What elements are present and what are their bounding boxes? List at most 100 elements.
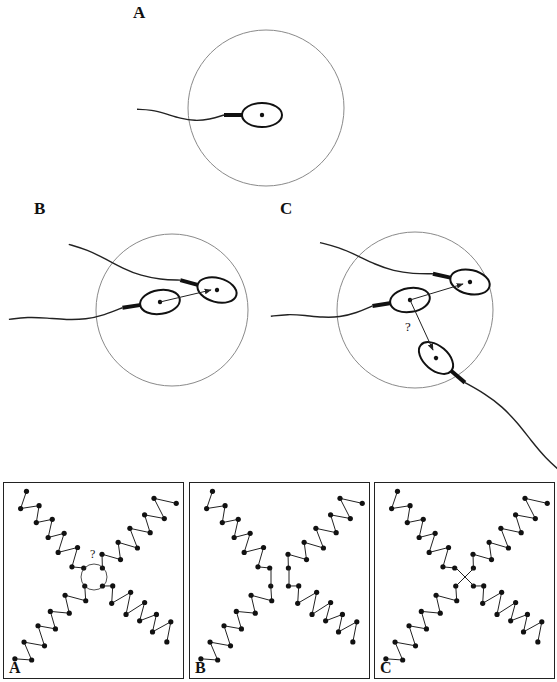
question-mark: ? [90,548,95,560]
chain-bead [127,526,132,531]
tail [137,109,224,120]
chain-bead [314,590,319,595]
chain-bead [513,512,518,517]
chain-bead [498,526,503,531]
chain-bead [109,601,114,606]
chain-bead [75,545,80,550]
chain-bead [151,496,156,501]
chain-bead [261,545,266,550]
head [242,103,282,127]
chain-bead [21,640,26,645]
midpiece [224,113,243,117]
panel-frame [190,483,370,679]
sperm-cell [270,285,432,334]
chain-bead [62,531,67,536]
chain-bead [267,565,272,570]
chain-bead [62,593,67,598]
chain-bead [446,545,451,550]
chain-bead [135,545,140,550]
chain-bead [302,540,307,545]
question-circle [81,564,107,590]
move-arrow [410,300,433,350]
move-arrow [160,290,211,302]
sperm-cell [316,236,492,298]
chain-bead [545,501,550,506]
chain-bead [255,564,260,569]
chain [288,498,362,568]
sperm-cell [137,103,282,127]
panel-letter: A [133,4,145,21]
sperm-cell [8,287,182,337]
chain-link [271,568,272,586]
chain-bead [323,618,328,623]
chain-bead [18,506,23,511]
chain-panel [383,489,550,663]
sperm-cell [64,238,239,306]
chain-bead [334,530,339,535]
chain-bead [508,618,513,623]
chain-bead [128,590,133,595]
chain-bead [499,590,504,595]
range-circle [337,232,493,388]
chain-bead [53,626,58,631]
chain-bead [348,516,353,521]
chain-bead [35,623,40,628]
midpiece [180,280,198,285]
chain-bead [83,598,88,603]
chain-link [456,568,474,586]
chain-bead [336,629,341,634]
head-dot [433,355,439,361]
chain [392,491,455,568]
chain [473,586,541,642]
chain-bead [421,517,426,522]
chain-bead [248,593,253,598]
chain-bead [481,583,486,588]
chain-bead [286,565,291,570]
chain-bead [535,639,540,644]
chain-bead [487,540,492,545]
chain-bead [150,629,155,634]
chain-bead [521,629,526,634]
chain-bead [99,552,104,557]
head-dot [467,279,472,284]
panel-frame [375,483,555,679]
chain-bead [360,501,365,506]
question-mark: ? [405,320,411,333]
chain-bead [328,512,333,517]
panel-frame [4,483,184,679]
chain-bead [67,611,72,616]
chain-bead [337,496,342,501]
chain-bead [440,564,445,569]
chain [201,586,272,660]
chain-bead [46,535,51,540]
chain-bead [34,520,39,525]
chain-bead [36,503,41,508]
chain-bead [407,503,412,508]
chain-bead [232,535,237,540]
tail [271,300,373,327]
chain-bead [221,623,226,628]
chain-bead [210,489,215,494]
midpiece [372,303,391,306]
chain-bead [248,531,253,536]
chain-bead [286,583,291,588]
chain-bead [350,639,355,644]
chain-bead [506,545,511,550]
chain-bead [234,609,239,614]
chain-bead [207,640,212,645]
chain-bead [285,552,290,557]
chain-bead [533,516,538,521]
panel-letter: C [280,200,292,217]
chain-panel [198,489,365,663]
chain [207,491,270,568]
chain-bead [154,612,159,617]
chain [21,491,84,568]
chain-bead [48,609,53,614]
head [413,336,459,380]
chain-bead [424,626,429,631]
head [448,266,492,298]
chain-bead [489,557,494,562]
chain-bead [164,639,169,644]
midpiece [450,370,464,382]
panel-letter: B [34,200,45,217]
